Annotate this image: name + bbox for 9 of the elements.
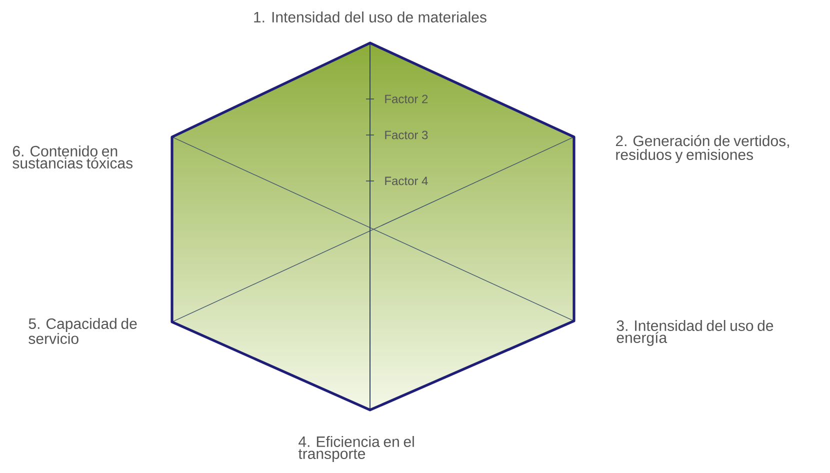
axis-label: 2. Generación de vertidos, residuos y emisiones [616,135,789,163]
factor-label: Factor 4 [385,176,428,186]
axis-label: 6. Contenido en sustancias tóxicas [12,145,133,168]
axis-label: 3. Intensidad del uso de energía [616,320,774,346]
factor-label: Factor 3 [385,130,428,140]
axis-label: 4. Eficiencia en el transporte [298,436,414,462]
axis-label: 1. Intensidad del uso de materiales [254,11,486,22]
axis-label: 5. Capacidad de servicio [28,318,137,344]
factor-label: Factor 2 [385,94,428,104]
